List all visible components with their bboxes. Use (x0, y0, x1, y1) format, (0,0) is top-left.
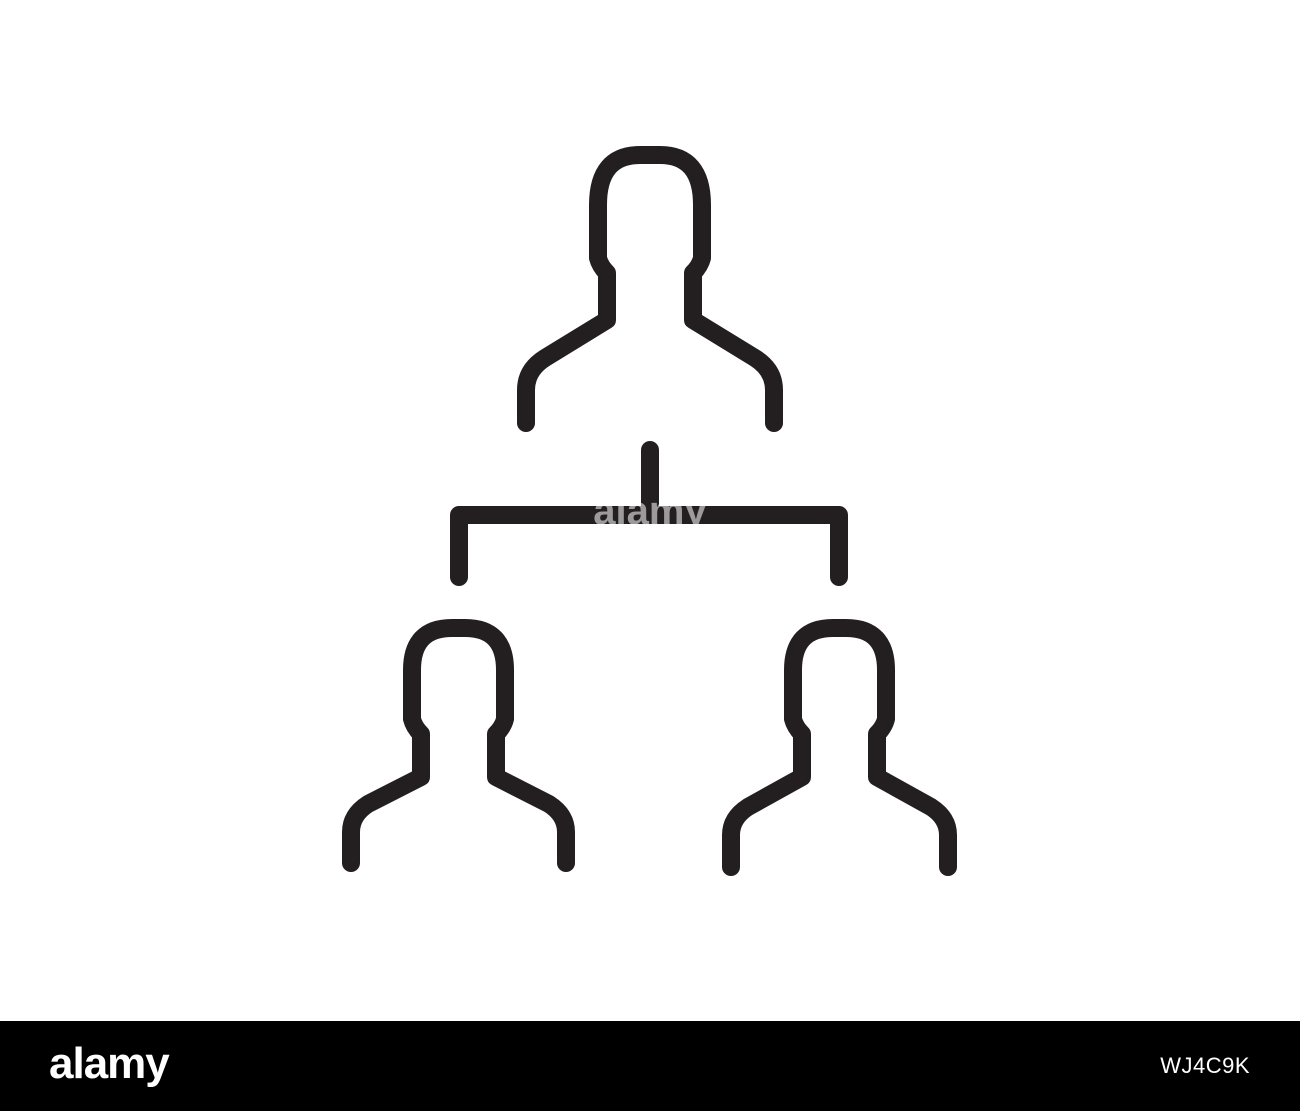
icon-canvas: alamy (342, 146, 957, 876)
top-person-icon (517, 146, 783, 432)
bottom-left-person-icon (342, 619, 575, 872)
footer-logo: alamy (49, 1039, 170, 1088)
footer-bar (0, 1021, 1300, 1111)
watermark-text: alamy (593, 489, 707, 533)
organization-hierarchy-icon: alamy (342, 146, 957, 876)
connector-branch (450, 506, 848, 586)
bottom-right-person-icon (722, 619, 957, 876)
image-id-label: WJ4C9K (1160, 1053, 1250, 1078)
